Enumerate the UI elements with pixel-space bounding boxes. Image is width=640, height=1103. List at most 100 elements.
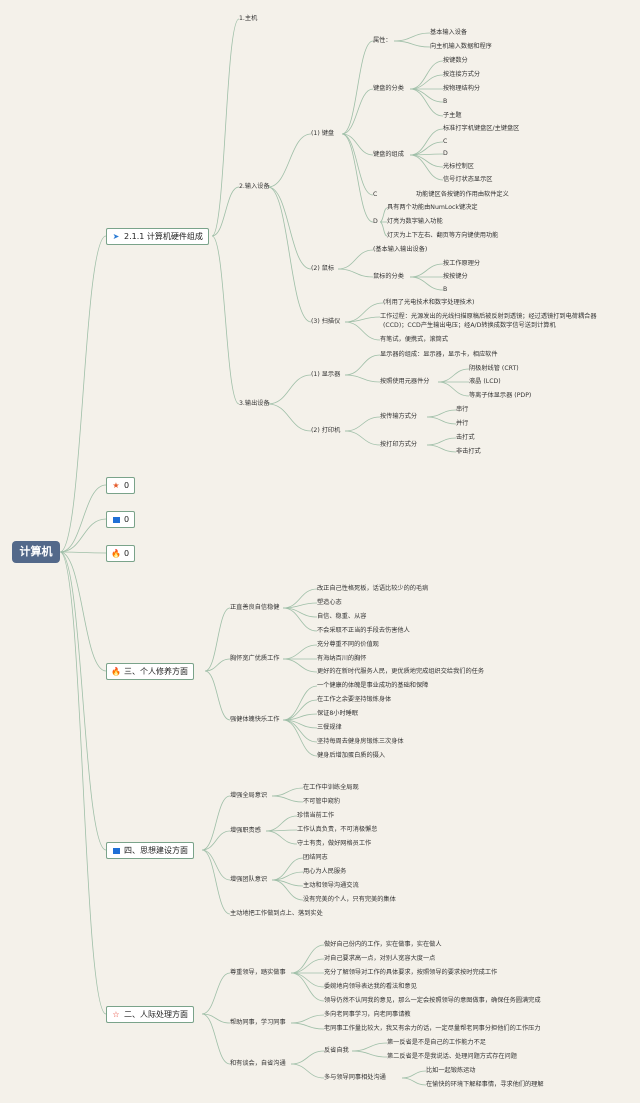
node-b4-g1-1[interactable]: 在工作中训练全局观 <box>303 784 359 791</box>
node-kd-3[interactable]: 灯灭为上下左右、翻页等方向键使用功能 <box>387 232 499 239</box>
node-b4-g1[interactable]: 增强全局意识 <box>230 792 268 799</box>
node-kc[interactable]: C <box>373 191 378 198</box>
node-b2-g2-2[interactable]: 老同事工作量比较大，我又有余力的话，一定尽量帮老同事分担他们的工作压力 <box>324 1025 541 1032</box>
node-b3-g1-2[interactable]: 塑造心态 <box>317 599 342 606</box>
empty-node-fire[interactable]: 🔥0 <box>106 545 136 562</box>
node-b3-g1-4[interactable]: 不会采取不正当的手段去伤害他人 <box>317 627 410 634</box>
node-b4-g3-3[interactable]: 主动和领导沟通交流 <box>303 882 359 889</box>
node-display[interactable]: (1) 显示器 <box>311 371 341 378</box>
node-mouse-note[interactable]: (基本输入输出设备) <box>373 246 428 253</box>
node-attr-1[interactable]: 基本输入设备 <box>430 29 468 36</box>
node-b4-g3-4[interactable]: 没有完美的个人，只有完美的集体 <box>303 896 396 903</box>
node-kb-comp-2[interactable]: C <box>443 138 448 145</box>
node-input[interactable]: 2.输入设备 <box>239 183 270 190</box>
node-kb-class-1[interactable]: 按键数分 <box>443 57 468 64</box>
node-b2-g1-5[interactable]: 领导仍然不认同我的意见，那么一定会按照领导的意图做事，确保任务圆满完成 <box>324 997 541 1004</box>
node-b2-g1-1[interactable]: 做好自己份内的工作，实在做事，实在做人 <box>324 941 442 948</box>
node-kb-class-3[interactable]: 按物理结构分 <box>443 85 481 92</box>
node-b2-g2-1[interactable]: 多向老同事学习，向老同事请教 <box>324 1011 411 1018</box>
node-kb-comp-4[interactable]: 光标控制区 <box>443 163 474 170</box>
node-kb-comp[interactable]: 键盘的组成 <box>373 151 404 158</box>
node-b4-g4[interactable]: 主动地把工作做到点上、落到实处 <box>230 910 323 917</box>
node-disp-by[interactable]: 按照使用元器件分 <box>380 378 430 385</box>
node-b4-g3[interactable]: 增强团队意识 <box>230 876 268 883</box>
node-b2-g2[interactable]: 帮助同事，学习同事 <box>230 1019 286 1026</box>
node-b3-g3[interactable]: 强健体魄快乐工作 <box>230 716 280 723</box>
node-b2-reflect[interactable]: 反省自我 <box>324 1047 349 1054</box>
node-b2-g1[interactable]: 尊重领导，踏实做事 <box>230 969 286 976</box>
node-prn-print[interactable]: 按打印方式分 <box>380 441 418 448</box>
node-printer[interactable]: (2) 打印机 <box>311 427 341 434</box>
node-b4-g2-1[interactable]: 珍惜当前工作 <box>297 812 335 819</box>
node-kb-class-2[interactable]: 按连接方式分 <box>443 71 481 78</box>
node-b2-g1-2[interactable]: 对自己要求高一点，对别人宽容大度一点 <box>324 955 436 962</box>
node-scanner[interactable]: (3) 扫描仪 <box>311 318 341 325</box>
node-b2-g1-3[interactable]: 充分了解领导对工作的具体要求，按照领导的要求按时完成工作 <box>324 969 498 976</box>
node-scan-note[interactable]: (利用了光电技术和数字处理技术) <box>383 299 475 306</box>
node-scan-types[interactable]: 有笔试，便携式，滚筒式 <box>380 336 449 343</box>
node-b4-g1-2[interactable]: 不可管中窥豹 <box>303 798 341 805</box>
node-mouse-class-2[interactable]: 按按键分 <box>443 273 468 280</box>
branch-ideology[interactable]: 四、思想建设方面 <box>106 842 194 859</box>
node-output[interactable]: 3.输出设备 <box>239 400 270 407</box>
node-keyboard[interactable]: (1) 键盘 <box>311 130 335 137</box>
node-scan-proc-1[interactable]: 工作过程：光源发出的光线扫描原稿后被反射到透镜；经过透镜打到电荷耦合器 <box>380 313 597 320</box>
node-disp-comp[interactable]: 显示器的组成：显示器，显示卡，相应软件 <box>380 351 498 358</box>
node-b2-reflect-1[interactable]: 第一反省是不是自己的工作能力不足 <box>387 1039 486 1046</box>
node-b3-g2-3[interactable]: 更好的在新时代服务人民，更优质地完成组织交给我们的任务 <box>317 668 485 675</box>
node-b3-g2-1[interactable]: 充分尊重不同的价值观 <box>317 641 379 648</box>
empty-node-star[interactable]: ★0 <box>106 477 136 494</box>
node-prn-trans-2[interactable]: 并行 <box>456 420 469 427</box>
node-b3-g2[interactable]: 胸怀宽广优质工作 <box>230 655 280 662</box>
node-attr-2[interactable]: 向主机输入数据和程序 <box>430 43 492 50</box>
node-host[interactable]: 1.主机 <box>239 15 258 22</box>
node-b3-g3-2[interactable]: 在工作之余要坚持锻炼身体 <box>317 696 392 703</box>
empty-node-flag[interactable]: 0 <box>106 511 136 528</box>
node-b3-g3-4[interactable]: 三餐规律 <box>317 724 342 731</box>
node-b2-comm-1[interactable]: 比如一起锻炼运动 <box>426 1067 476 1074</box>
node-kd-2[interactable]: 灯亮为数字输入功能 <box>387 218 443 225</box>
node-b3-g1-3[interactable]: 自信、稳重、从容 <box>317 613 367 620</box>
node-kb-comp-1[interactable]: 标准打字机键盘区/主键盘区 <box>443 125 520 132</box>
node-kb-class-4[interactable]: B <box>443 98 448 105</box>
node-b3-g2-2[interactable]: 有海纳百川的胸怀 <box>317 655 367 662</box>
node-b4-g3-1[interactable]: 团结同志 <box>303 854 328 861</box>
node-b2-g3[interactable]: 和有谈会，自省沟通 <box>230 1060 286 1067</box>
branch-interpersonal[interactable]: ☆二、人际处理方面 <box>106 1006 194 1023</box>
node-kd[interactable]: D <box>373 218 378 225</box>
node-kb-comp-3[interactable]: D <box>443 150 448 157</box>
node-b3-g3-5[interactable]: 坚持每周去健身房锻炼三次身体 <box>317 738 404 745</box>
node-b3-g3-1[interactable]: 一个健康的体魄是事业成功的基础和保障 <box>317 682 429 689</box>
node-b3-g3-3[interactable]: 保证8小时睡眠 <box>317 710 359 717</box>
node-b4-g2-3[interactable]: 守土有责，做好网格员工作 <box>297 840 372 847</box>
node-b4-g2-2[interactable]: 工作认真负责，不可消极懈怠 <box>297 826 378 833</box>
node-b2-g1-4[interactable]: 委婉地向领导表达我的看法和意见 <box>324 983 417 990</box>
node-kb-class[interactable]: 键盘的分类 <box>373 85 404 92</box>
node-prn-trans-1[interactable]: 串行 <box>456 406 469 413</box>
node-disp-3[interactable]: 等离子体显示器 (PDP) <box>469 392 532 399</box>
node-disp-2[interactable]: 液晶 (LCD) <box>469 378 501 385</box>
node-mouse-class-1[interactable]: 按工作原理分 <box>443 260 481 267</box>
node-mouse[interactable]: (2) 鼠标 <box>311 265 335 272</box>
node-mouse-class-3[interactable]: B <box>443 286 448 293</box>
node-b4-g3-2[interactable]: 用心为人民服务 <box>303 868 347 875</box>
node-attr[interactable]: 属性： <box>373 37 392 44</box>
node-kd-1[interactable]: 具有两个功能由NumLock键决定 <box>387 204 478 211</box>
branch-self-cultivation[interactable]: 🔥三、个人修养方面 <box>106 663 194 680</box>
node-scan-proc-2[interactable]: (CCD)；CCD产生输出电压；经A/D转换成数字信号送到计算机 <box>383 322 556 329</box>
root-node[interactable]: 计算机 <box>12 541 60 563</box>
node-kc-desc[interactable]: 功能键区各按键的作用由软件定义 <box>416 191 509 198</box>
branch-hardware[interactable]: ➤2.1.1 计算机硬件组成 <box>106 228 209 245</box>
node-disp-1[interactable]: 阴极射线管 (CRT) <box>469 365 519 372</box>
node-prn-trans[interactable]: 按传输方式分 <box>380 413 418 420</box>
node-b3-g3-6[interactable]: 健身后增加蛋白质的摄入 <box>317 752 386 759</box>
node-b2-comm-2[interactable]: 在愉快的环境下解释事情，寻求他们的理解 <box>426 1081 544 1088</box>
node-mouse-class[interactable]: 鼠标的分类 <box>373 273 404 280</box>
node-b2-comm[interactable]: 多与领导同事相处沟通 <box>324 1074 386 1081</box>
node-kb-comp-5[interactable]: 信号灯状态显示区 <box>443 176 493 183</box>
node-b4-g2[interactable]: 增强职责感 <box>230 827 261 834</box>
node-b2-reflect-2[interactable]: 第二反省是不是我说话、处理问题方式存在问题 <box>387 1053 517 1060</box>
node-prn-print-2[interactable]: 非击打式 <box>456 448 481 455</box>
node-prn-print-1[interactable]: 击打式 <box>456 434 475 441</box>
node-b3-g1-1[interactable]: 改正自己性格死板，话语比较少的的毛病 <box>317 585 429 592</box>
